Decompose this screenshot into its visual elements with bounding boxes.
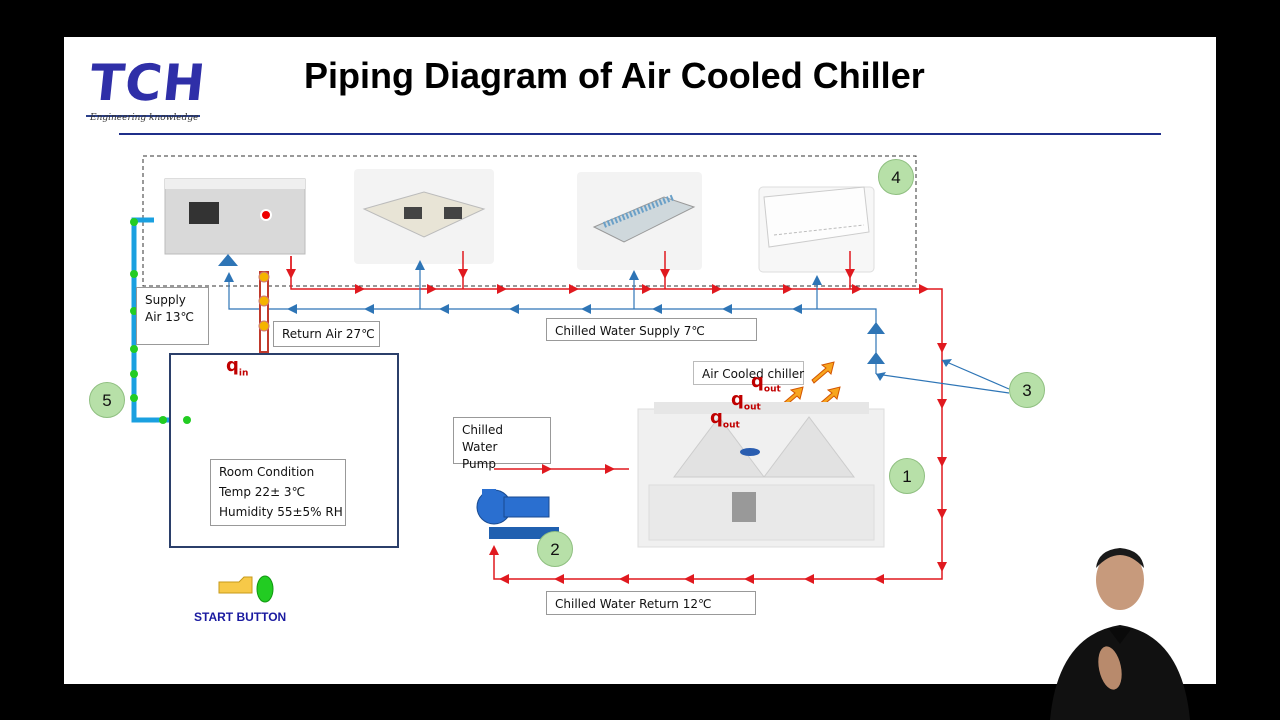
fcu-coil-unit xyxy=(577,172,702,270)
slide: TCH Engineering knowledge Piping Diagram… xyxy=(64,37,1216,684)
piping-diagram xyxy=(130,155,1010,603)
return-air-label: Return Air 27℃ xyxy=(273,321,380,347)
blue-arrows xyxy=(218,254,952,381)
ducted-fcu-unit xyxy=(354,169,494,264)
badge-3: 3 xyxy=(1009,372,1045,408)
q-out-label-3: qout xyxy=(751,371,781,395)
tch-logo: TCH Engineering knowledge xyxy=(86,54,209,125)
chilled-water-pump-body xyxy=(476,489,559,539)
logo-tagline: Engineering knowledge xyxy=(90,113,199,123)
q-out-label-2: qout xyxy=(731,389,761,413)
q-in-label: qin xyxy=(226,355,249,379)
air-cooled-chiller-label: Air Cooled chiller xyxy=(693,361,804,385)
start-button-label[interactable]: START BUTTON xyxy=(194,610,287,624)
room-condition-box: Room Condition Temp 22± 3℃ Humidity 55±5… xyxy=(210,459,346,526)
blue-piping xyxy=(228,265,1010,394)
page-title: Piping Diagram of Air Cooled Chiller xyxy=(304,55,925,96)
air-cooled-chiller-body xyxy=(637,402,885,548)
return-air-duct xyxy=(258,271,270,353)
q-out-label-1: qout xyxy=(710,407,740,431)
presenter-video xyxy=(1050,548,1190,720)
room-condition-title: Room Condition xyxy=(219,465,315,479)
title-underline xyxy=(119,133,1161,135)
chilled-water-return-label: Chilled Water Return 12℃ xyxy=(546,591,756,615)
ceiling-unit xyxy=(758,186,875,273)
room-humidity: Humidity 55±5% RH xyxy=(219,505,343,519)
chilled-water-supply-label: Chilled Water Supply 7℃ xyxy=(546,318,757,341)
badge-1: 1 xyxy=(889,458,925,494)
room-temp: Temp 22± 3℃ xyxy=(219,485,306,499)
badge-5: 5 xyxy=(89,382,125,418)
chilled-water-pump-label: Chilled Water Pump xyxy=(453,417,551,471)
supply-air-label: Supply Air 13℃ xyxy=(136,287,209,345)
terminal-units-enclosure xyxy=(142,155,917,287)
room-supply-dot xyxy=(183,416,191,424)
badge-2: 2 xyxy=(537,531,573,567)
badge-4: 4 xyxy=(878,159,914,195)
ahu-unit xyxy=(164,178,306,255)
start-button-graphic xyxy=(218,575,274,603)
